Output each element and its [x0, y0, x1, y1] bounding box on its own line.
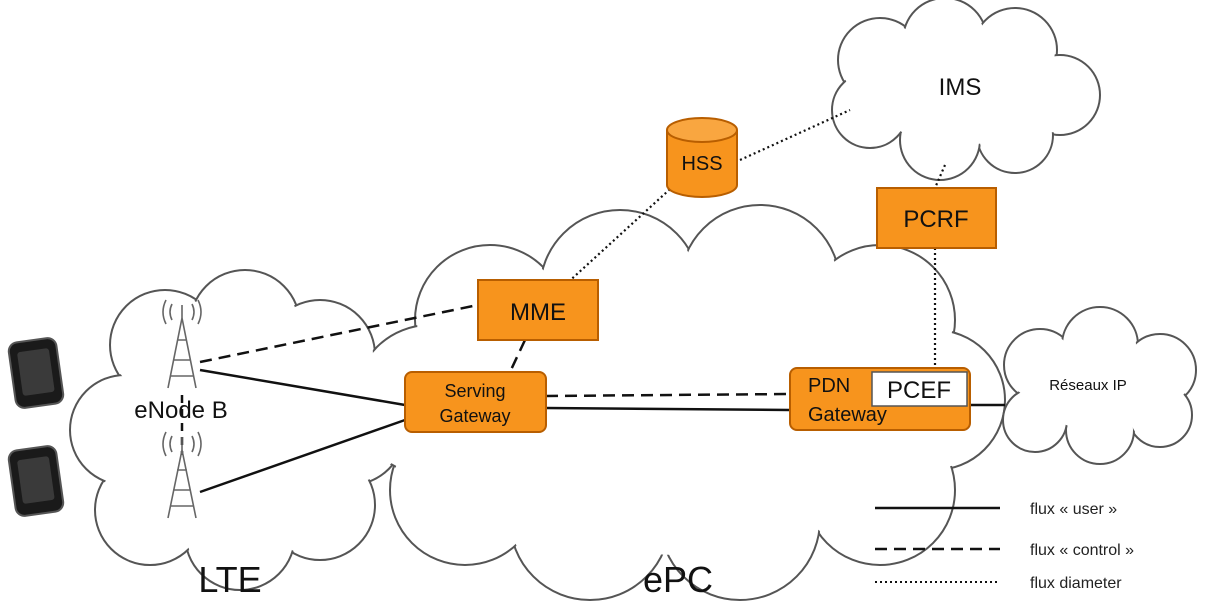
link-sgw-pdn-user	[545, 406, 791, 412]
pcrf-label: PCRF	[903, 206, 968, 233]
link-ims-pcrf	[933, 164, 947, 189]
hss-node: HSS	[666, 117, 738, 198]
epc-region-label: ePC	[643, 559, 713, 600]
antenna-tower-icon	[162, 299, 202, 389]
link-sgw-pdn-control	[545, 392, 791, 398]
ims-label: IMS	[939, 74, 982, 101]
pcef-box	[871, 371, 968, 407]
enodeb-label: eNode B	[134, 397, 227, 424]
ip-networks-label: Réseaux IP	[1049, 377, 1127, 394]
legend-label-diameter: flux diameter	[1030, 575, 1122, 592]
serving-gateway-node: Serving Gateway	[404, 371, 547, 433]
pcef-label: PCEF	[887, 377, 951, 404]
link-enodeb-mme	[199, 303, 479, 364]
antenna-tower-icon	[162, 431, 202, 519]
mobile-phone-icon	[7, 337, 65, 409]
pdn-gateway-node: PDN Gateway PCEF	[789, 367, 971, 431]
mme-label: MME	[510, 299, 566, 326]
hss-label: HSS	[681, 153, 722, 175]
link-mme-hss	[564, 179, 681, 286]
legend: flux « user » flux « control » flux diam…	[875, 501, 1134, 592]
mme-node: MME	[477, 279, 599, 341]
link-enodeb2-sgw	[199, 418, 406, 494]
link-mme-sgw	[508, 339, 527, 373]
mobile-phone-icon	[7, 445, 65, 517]
serving-gateway-label-line1: Serving	[444, 381, 505, 401]
pcrf-node: PCRF	[876, 187, 997, 249]
legend-label-control: flux « control »	[1030, 542, 1134, 559]
link-hss-ims	[739, 108, 851, 162]
pdn-gateway-label-line1: PDN	[808, 375, 850, 397]
serving-gateway-label-line2: Gateway	[439, 406, 510, 426]
pdn-gateway-label-line2: Gateway	[808, 404, 887, 426]
lte-region-label: LTE	[198, 559, 261, 600]
link-enodeb1-sgw	[199, 368, 406, 407]
legend-label-user: flux « user »	[1030, 501, 1117, 518]
